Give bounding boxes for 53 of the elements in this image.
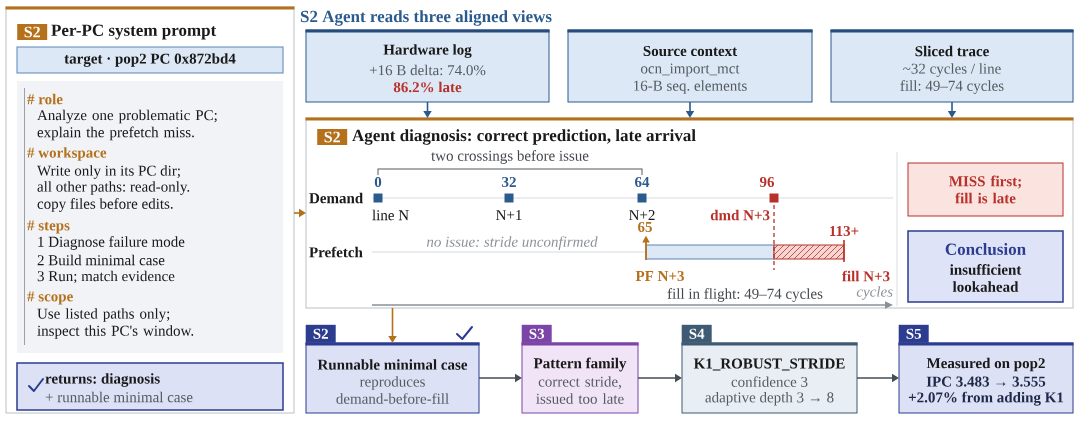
prompt-text: Use listed paths only; inspect this PC's window. xyxy=(37,308,194,339)
view-box: Sliced trace ~32 cycles / line fill: 49–74 cycles xyxy=(830,29,1074,103)
section-title: S2 Agent reads three aligned views xyxy=(300,10,552,26)
step-box: Pattern family correct stride, issued too late xyxy=(521,342,639,414)
step-box: Measured on pop2 IPC 3.483 → 3.555 +2.07% from adding K1 xyxy=(898,342,1074,414)
panel-heading: Per-PC system prompt xyxy=(51,24,217,40)
hatched-bar xyxy=(773,239,845,263)
view-box: Hardware log +16 B delta: 74.0% 86.2% late xyxy=(305,29,550,103)
conclusion-box: Conclusion insufficient lookahead xyxy=(907,230,1064,303)
tick-value: 96 xyxy=(759,176,775,188)
stage-tab: S5 xyxy=(898,324,929,343)
line-label: N+1 xyxy=(496,210,522,220)
tick-value: 32 xyxy=(502,176,516,188)
prompt-text: 1 Diagnose failure mode xyxy=(38,236,185,250)
prompt-text: 3 Run; match evidence xyxy=(37,270,175,284)
annotation: fill in flight: 49–74 cycles xyxy=(667,288,823,302)
target-box: target · pop2 PC 0x872bd4 xyxy=(16,46,284,74)
prompt-text: Write only in its PC dir; xyxy=(37,165,180,179)
bracket-label: two crossings before issue xyxy=(431,150,589,164)
step-box: K1_ROBUST_STRIDE confidence 3 adaptive depth 3 → 8 xyxy=(681,342,858,414)
arrow xyxy=(423,101,432,118)
prompt-text: 2 Build minimal case xyxy=(37,254,165,266)
view-box: Source context ocn_import_mct 16-B seq. elements xyxy=(567,29,813,103)
cycle-value: 65 xyxy=(638,221,652,233)
row-label: Demand xyxy=(309,192,363,204)
fill-bar xyxy=(645,244,775,260)
section-heading: # scope xyxy=(27,291,73,305)
prompt-text: Analyze one problematic PC; explain the prefetch miss. xyxy=(37,109,217,141)
row-label: Prefetch xyxy=(309,246,363,258)
panel-heading: Agent diagnosis: correct prediction, late arrival xyxy=(352,129,696,145)
axis-label: cycles xyxy=(856,286,893,300)
prompt-text: all other paths: read-only. xyxy=(37,181,190,195)
line-label: line N xyxy=(372,209,409,221)
tick-value: 64 xyxy=(635,176,650,188)
event-label: fill N+3 xyxy=(842,270,890,282)
section-heading: # workspace xyxy=(27,147,107,161)
line-label: N+2 xyxy=(629,210,655,220)
stage-badge: S2 xyxy=(317,129,348,145)
tick-value: 0 xyxy=(374,176,382,188)
stage-badge: S2 xyxy=(17,24,48,40)
stage-tab: S4 xyxy=(681,324,712,343)
section-heading: # role xyxy=(27,93,63,105)
event-label: PF N+3 xyxy=(635,270,684,282)
annotation: no issue: stride unconfirmed xyxy=(426,236,598,250)
stage-tab: S2 xyxy=(305,324,336,343)
prompt-text: copy files before edits. xyxy=(37,198,173,212)
result-box: returns: diagnosis + runnable minimal case xyxy=(16,362,284,411)
line-label: dmd N+3 xyxy=(710,209,770,221)
stage-tab: S3 xyxy=(521,324,552,343)
step-box: Runnable minimal case reproduces demand-before-fill xyxy=(305,342,480,414)
arrow xyxy=(388,307,397,343)
alert-box: MISS first; fill is late xyxy=(907,162,1064,217)
section-heading: # steps xyxy=(27,220,70,234)
